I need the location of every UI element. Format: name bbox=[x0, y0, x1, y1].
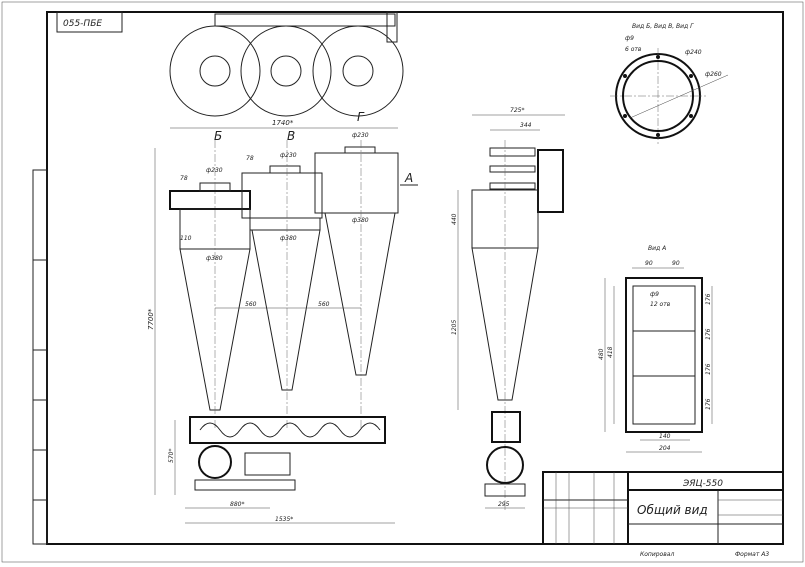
view-a-title: Вид А bbox=[648, 245, 666, 252]
section-mark-b: Б bbox=[214, 129, 222, 143]
dim-a-height-inner: 418 bbox=[607, 346, 614, 358]
dim-outlet-1: ф230 bbox=[206, 167, 223, 174]
section-mark-g: Г bbox=[357, 110, 365, 124]
left-margin-stamp bbox=[32, 169, 48, 545]
dim-overall-height: 7700* bbox=[147, 308, 155, 330]
title-block: ЭЯЦ-550 Общий вид Копировал Формат А3 bbox=[542, 471, 784, 558]
dim-a-top-1: 90 bbox=[645, 260, 653, 267]
dim-a-side-1: 176 bbox=[705, 293, 712, 305]
side-view: 725* 344 440 1205 295 bbox=[451, 107, 565, 510]
dim-a-hole: ф9 bbox=[650, 291, 659, 298]
dim-offset-1: 78 bbox=[180, 175, 188, 182]
view-a: Вид А 90 90 ф9 12 отв 480 418 176 176 17… bbox=[598, 245, 713, 453]
dim-inlet-width: 344 bbox=[520, 122, 532, 129]
dim-bvg-outer: ф260 bbox=[705, 71, 722, 78]
front-view: 1740* Б В Г А ф230 ф230 ф230 78 78 110 ф… bbox=[147, 110, 418, 524]
dim-cone-height: 1205 bbox=[451, 320, 458, 335]
code-box: 055-ПБЕ bbox=[56, 11, 123, 33]
dim-a-bottom-inner: 140 bbox=[659, 433, 671, 440]
dim-a-side-2: 176 bbox=[705, 328, 712, 340]
dim-upper-height: 440 bbox=[451, 213, 458, 225]
dim-body-1: ф380 bbox=[206, 255, 223, 262]
dim-spacing-1: 560 bbox=[245, 301, 257, 308]
format-label: Формат А3 bbox=[735, 551, 769, 558]
dim-bvg-hole: ф9 bbox=[625, 35, 634, 42]
dim-side-width: 725* bbox=[510, 107, 524, 114]
dim-side-base: 295 bbox=[498, 501, 510, 508]
dim-outlet-2: ф230 bbox=[280, 152, 297, 159]
section-mark-a: А bbox=[404, 171, 413, 185]
code-label: 055-ПБЕ bbox=[63, 19, 102, 29]
dim-outlet-3: ф230 bbox=[352, 132, 369, 139]
dim-body-3: ф380 bbox=[352, 217, 369, 224]
dim-a-side-3: 176 bbox=[705, 363, 712, 375]
dim-overall-width: 1740* bbox=[272, 119, 294, 127]
view-bvg: Вид Б, Вид В, Вид Г ф9 6 отв ф240 ф260 bbox=[610, 23, 729, 144]
dim-offset-2: 78 bbox=[246, 155, 254, 162]
dim-a-top-2: 90 bbox=[672, 260, 680, 267]
dim-a-holes-count: 12 отв bbox=[650, 301, 671, 308]
drawing-title: Общий вид bbox=[637, 503, 708, 517]
dim-a-side-4: 176 bbox=[705, 398, 712, 410]
dim-a-bottom-outer: 204 bbox=[659, 445, 671, 452]
dim-bvg-inner: ф240 bbox=[685, 49, 702, 56]
dim-bvg-holes-count: 6 отв bbox=[625, 46, 642, 53]
dim-base-width: 880* bbox=[230, 501, 244, 508]
dim-body-2: ф380 bbox=[280, 235, 297, 242]
dim-spacing-2: 560 bbox=[318, 301, 330, 308]
view-bvg-title: Вид Б, Вид В, Вид Г bbox=[632, 23, 694, 30]
dim-inlet-height: 110 bbox=[180, 235, 192, 242]
top-view bbox=[169, 11, 404, 117]
dim-total-base: 1535* bbox=[275, 516, 293, 523]
designation: ЭЯЦ-550 bbox=[682, 479, 723, 489]
dim-auger-height: 570* bbox=[168, 449, 175, 463]
dim-a-height-outer: 480 bbox=[598, 348, 605, 360]
copied-label: Копировал bbox=[640, 551, 674, 558]
section-mark-v: В bbox=[287, 129, 295, 143]
